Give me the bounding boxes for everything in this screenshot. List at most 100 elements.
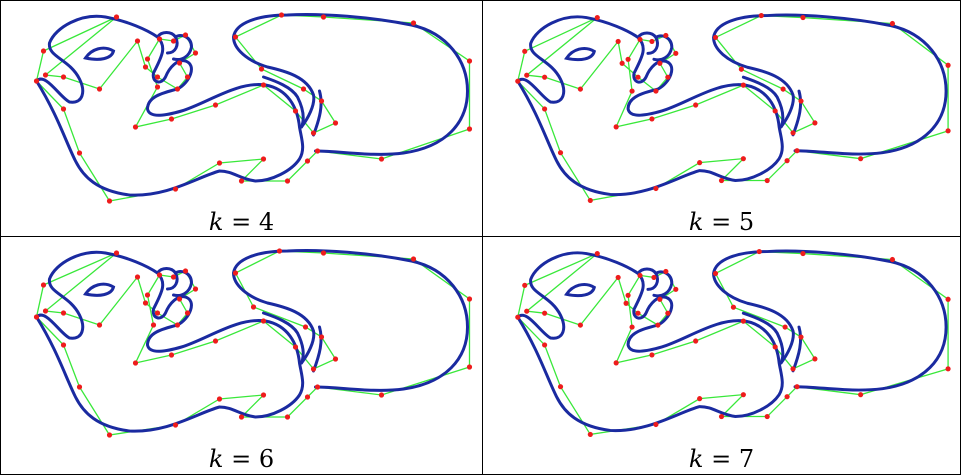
control-point (653, 421, 659, 428)
control-point (889, 20, 896, 27)
control-point (332, 120, 339, 126)
control-point (794, 384, 800, 390)
control-point (212, 338, 219, 344)
control-point (182, 32, 189, 38)
control-points (515, 12, 951, 203)
eye-loop (564, 283, 597, 298)
control-point (332, 356, 339, 362)
control-point (320, 14, 327, 20)
panel-k4: k = 4 (0, 0, 483, 237)
control-point (300, 86, 307, 92)
curve-segment (712, 249, 948, 392)
control-point (378, 156, 385, 162)
curve-segment (34, 250, 305, 433)
control-point (154, 74, 161, 80)
panel-k7: k = 7 (482, 236, 961, 475)
control-point (740, 318, 746, 324)
control-point (697, 160, 703, 166)
control-point (466, 364, 473, 370)
control-point (772, 108, 778, 114)
label-value: 7 (738, 445, 755, 473)
control-point (784, 394, 790, 400)
control-point (790, 366, 796, 372)
control-point (625, 292, 631, 298)
control-point (557, 150, 564, 156)
control-point (649, 38, 655, 44)
control-point (150, 322, 157, 328)
control-point (594, 250, 600, 257)
control-point (764, 177, 770, 184)
control-point (40, 282, 47, 288)
control-point (657, 296, 663, 302)
control-point (60, 342, 67, 348)
curve-segment (652, 34, 674, 62)
control-point (40, 48, 47, 54)
control-polygon-line (517, 250, 949, 436)
control-point (651, 274, 657, 280)
label-variable: k (688, 208, 704, 236)
control-point (629, 88, 635, 94)
control-point (665, 74, 671, 80)
control-point (657, 60, 663, 66)
control-point (798, 334, 804, 340)
curve-segment (652, 270, 674, 298)
curve-segment (741, 75, 785, 129)
control-polygon-line (35, 14, 471, 202)
squirrel-diagram (515, 248, 951, 438)
panel-k6: k = 6 (0, 236, 483, 475)
control-point (557, 384, 564, 390)
control-point (889, 256, 896, 263)
control-point (594, 14, 600, 21)
control-point (292, 344, 299, 350)
label-value: 4 (258, 208, 275, 236)
control-point (800, 14, 806, 21)
control-point (318, 334, 325, 340)
curve-segment (231, 12, 470, 156)
control-point (764, 413, 770, 420)
control-point (740, 82, 746, 88)
control-point (615, 38, 621, 44)
control-point (302, 324, 309, 330)
control-point (42, 72, 49, 78)
control-point (60, 74, 67, 80)
control-point (663, 32, 669, 39)
control-point (858, 156, 864, 162)
control-point (522, 48, 528, 54)
control-point (858, 392, 864, 398)
control-point (314, 148, 321, 154)
control-point (216, 160, 223, 166)
control-point (663, 268, 669, 275)
curve-segment (515, 15, 784, 196)
control-point (756, 248, 762, 255)
control-point (184, 74, 191, 80)
control-point (33, 314, 40, 320)
control-point (740, 392, 746, 398)
control-point (665, 310, 671, 316)
control-point (156, 36, 163, 42)
control-point (192, 50, 199, 56)
curve-segment (172, 33, 194, 61)
control-point (794, 148, 800, 154)
label-equals: = (703, 445, 739, 473)
control-point (410, 20, 417, 26)
control-point (134, 38, 141, 44)
control-point (587, 197, 593, 203)
label-variable: k (208, 208, 224, 236)
control-point (635, 74, 641, 80)
label-equals: = (703, 208, 739, 236)
control-point (192, 286, 199, 292)
control-polygon (35, 14, 471, 202)
eye-loop (83, 282, 116, 297)
control-point (314, 384, 321, 390)
curve-segment (34, 14, 305, 197)
control-points (33, 12, 473, 204)
control-point (106, 432, 113, 438)
control-point (258, 66, 265, 72)
control-point (712, 270, 719, 277)
curve-segment (231, 248, 470, 392)
control-point (320, 250, 327, 256)
control-point (718, 413, 725, 420)
control-polygon (517, 14, 949, 202)
control-point (284, 414, 291, 420)
control-point (156, 272, 163, 278)
